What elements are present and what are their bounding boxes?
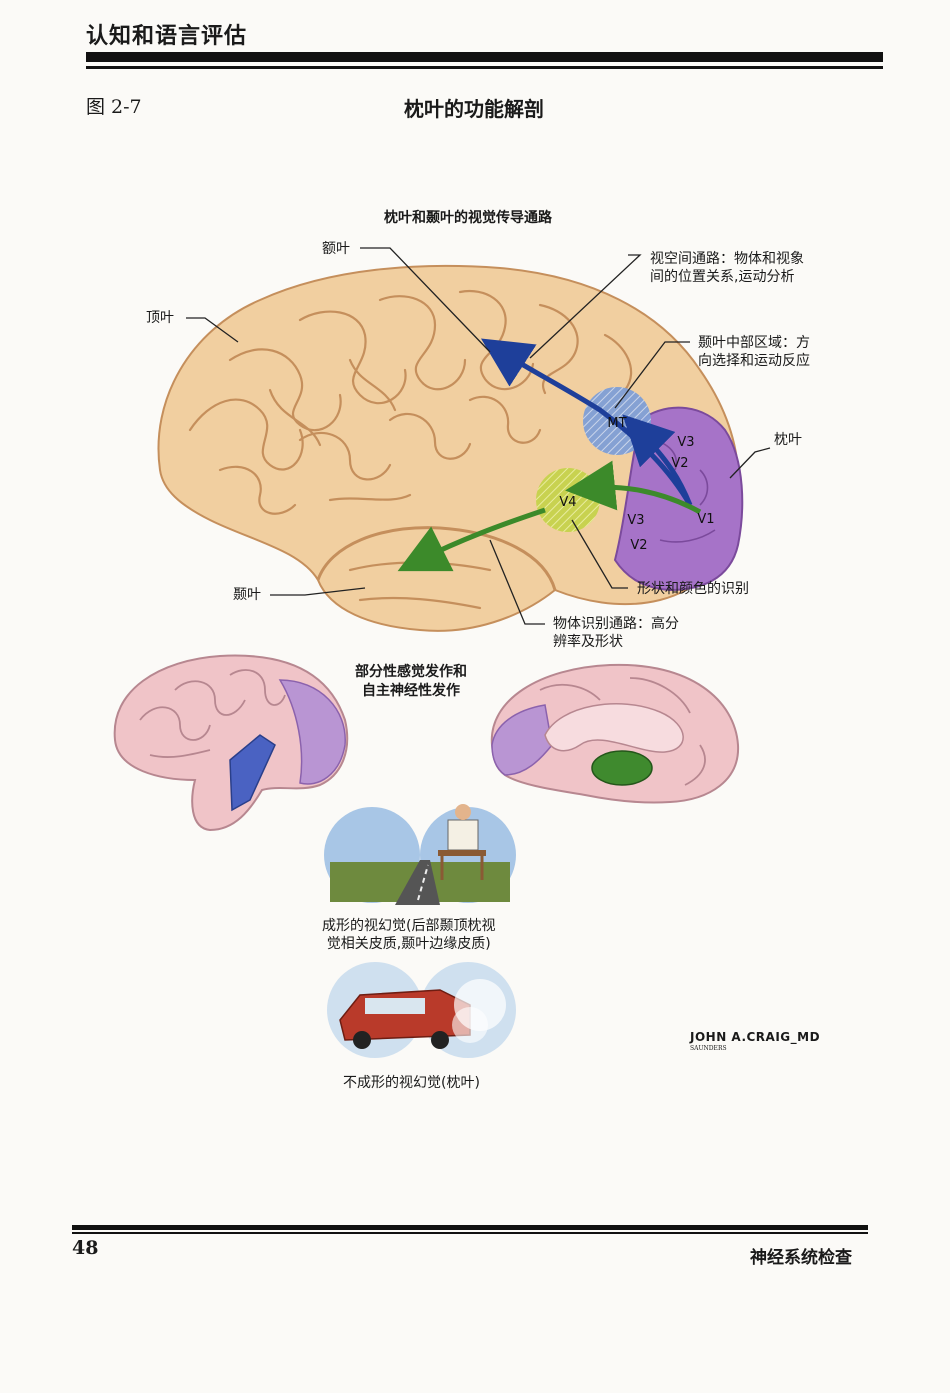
blue-region <box>229 734 276 812</box>
v2-upper-label: V2 <box>671 456 688 471</box>
unformed-hallucination-caption: 不成形的视幻觉(枕叶) <box>343 1075 480 1091</box>
ventral-pathway-label: 物体识别通路：高分 辨率及形状 <box>553 616 679 650</box>
dorsal-pathway-arrow <box>480 338 693 507</box>
formed-hallucination-image <box>324 804 516 905</box>
page-number: 48 <box>72 1237 99 1259</box>
figure-title: 枕叶的功能解剖 <box>404 97 544 121</box>
frontal-lobe-label: 额叶 <box>322 241 350 257</box>
unformed-hallucination-image <box>327 962 516 1058</box>
temporal-lobe-label: 颞叶 <box>233 587 261 603</box>
header-rule-thin <box>86 66 883 69</box>
small-medial-brain <box>490 663 740 804</box>
shape-color-label: 形状和颜色的识别 <box>637 581 749 597</box>
dorsal-pathway-label: 视空间通路：物体和视象 间的位置关系,运动分析 <box>650 251 804 285</box>
v3-lower-label: V3 <box>627 513 644 528</box>
seizure-panel-title: 部分性感觉发作和 自主神经性发作 <box>355 664 467 699</box>
occipital-lobe-label: 枕叶 <box>774 432 802 448</box>
mt-label: MT <box>607 416 626 431</box>
v3-upper-label: V3 <box>677 435 694 450</box>
header-rule-thick <box>86 52 883 62</box>
footer-rule-thin <box>72 1232 868 1234</box>
parietal-lobe-label: 顶叶 <box>146 310 174 326</box>
ventral-pathway-arrow <box>565 460 702 515</box>
publisher-mark: SAUNDERS <box>690 1045 727 1052</box>
artist-signature: JOHN A.CRAIG_MD <box>690 1030 821 1044</box>
v2-lower-label: V2 <box>630 538 647 553</box>
main-panel-subtitle: 枕叶和颞叶的视觉传导通路 <box>384 210 552 226</box>
small-lateral-brain <box>113 654 349 832</box>
v4-label: V4 <box>559 495 576 510</box>
green-region <box>591 750 653 786</box>
v1-label: V1 <box>697 512 714 527</box>
book-title: 神经系统检查 <box>750 1248 852 1268</box>
figure-number: 图 2-7 <box>86 96 142 118</box>
formed-hallucination-caption: 成形的视幻觉(后部颞顶枕视 觉相关皮质,颞叶边缘皮质) <box>322 918 496 952</box>
lateral-brain-illustration <box>157 247 771 632</box>
running-header: 认知和语言评估 <box>86 24 248 49</box>
footer-rule-thick <box>72 1225 868 1230</box>
mt-description-label: 颞叶中部区域：方 向选择和运动反应 <box>698 335 810 369</box>
